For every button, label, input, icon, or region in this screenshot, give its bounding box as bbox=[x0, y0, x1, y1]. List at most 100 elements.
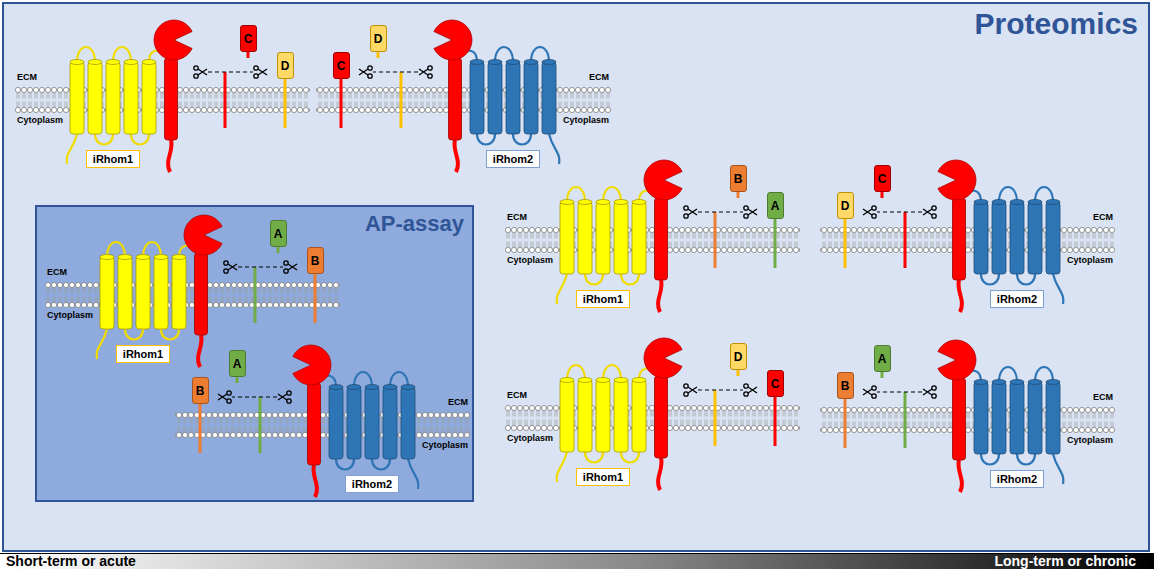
substrate-letter: B bbox=[311, 254, 320, 268]
scene bbox=[175, 345, 470, 497]
substrate-box: D bbox=[277, 52, 294, 79]
adam17-protease bbox=[184, 215, 222, 367]
substrate-box: A bbox=[270, 220, 287, 247]
membrane-side-label: Cytoplasm bbox=[563, 115, 609, 126]
substrate-stem bbox=[844, 399, 847, 448]
panel-ground bbox=[2, 2, 1150, 552]
substrate-letter: A bbox=[274, 227, 283, 241]
irhom-body bbox=[67, 47, 165, 164]
substrate-letter: C bbox=[244, 32, 253, 46]
substrate-box: A bbox=[767, 192, 784, 219]
adam17-protease bbox=[644, 160, 682, 312]
substrate-stem bbox=[254, 267, 257, 323]
membrane-side-label: ECM bbox=[1093, 212, 1113, 223]
lipid-bilayer bbox=[15, 87, 310, 113]
scene bbox=[505, 160, 800, 312]
substrate-stem bbox=[844, 219, 847, 268]
substrate-stem bbox=[714, 390, 717, 446]
protease-name: iRhom1 bbox=[583, 292, 623, 306]
protease-tag: iRhom2 bbox=[345, 475, 399, 493]
lipid-bilayer bbox=[316, 87, 611, 113]
cleavage-mark bbox=[194, 66, 267, 78]
panel: ProteomicsAP-assayABiRhom1BAiRhom2CDiRho… bbox=[2, 2, 1150, 552]
adam17-protease bbox=[644, 338, 682, 490]
membrane-side-label: Cytoplasm bbox=[1067, 435, 1113, 446]
protease-tag: iRhom2 bbox=[990, 290, 1044, 308]
substrate-letter: D bbox=[281, 59, 290, 73]
substrate-box: C bbox=[240, 25, 257, 52]
substrate-box: A bbox=[229, 350, 246, 377]
substrate-box: B bbox=[837, 372, 854, 399]
protease-name: iRhom2 bbox=[352, 477, 392, 491]
protease-name: iRhom2 bbox=[493, 152, 533, 166]
irhom-body bbox=[557, 187, 655, 304]
panel-ground bbox=[35, 205, 474, 502]
cleavage-mark bbox=[684, 206, 757, 218]
substrate-stem bbox=[904, 392, 907, 448]
substrate-box: D bbox=[730, 343, 747, 370]
substrate-stem bbox=[400, 72, 403, 128]
substrate-box: C bbox=[333, 52, 350, 79]
substrate-letter: C bbox=[337, 59, 346, 73]
panel-heading: AP-assay bbox=[37, 207, 472, 238]
protease-tag: iRhom2 bbox=[486, 150, 540, 168]
substrate-stub bbox=[247, 52, 250, 58]
substrate-stub bbox=[236, 377, 239, 383]
substrate-stem bbox=[714, 212, 717, 268]
irhom-body bbox=[320, 372, 418, 489]
substrate-box: B bbox=[730, 165, 747, 192]
substrate-letter: B bbox=[841, 379, 850, 393]
lipid-bilayer bbox=[505, 227, 800, 253]
cleavage-mark bbox=[224, 261, 297, 273]
irhom-body bbox=[965, 187, 1063, 304]
adam17-protease bbox=[938, 340, 976, 492]
lipid-bilayer bbox=[505, 405, 800, 431]
substrate-stub bbox=[881, 372, 884, 378]
protease-name: iRhom1 bbox=[93, 152, 133, 166]
substrate-letter: B bbox=[734, 172, 743, 186]
timeline-bar: Short-term or acute Long-term or chronic bbox=[0, 553, 1154, 569]
substrate-stem bbox=[199, 404, 202, 453]
irhom-body bbox=[557, 365, 655, 482]
protease-name: iRhom2 bbox=[997, 472, 1037, 486]
timeline-text: Short-term or acute bbox=[6, 554, 136, 569]
substrate-stem bbox=[224, 72, 227, 128]
substrate-letter: D bbox=[374, 32, 383, 46]
substrate-stub bbox=[377, 52, 380, 58]
membrane-side-label: ECM bbox=[589, 72, 609, 83]
cleavage-mark bbox=[218, 391, 291, 403]
substrate-box: C bbox=[767, 370, 784, 397]
substrate-stem bbox=[774, 219, 777, 268]
membrane-side-label: Cytoplasm bbox=[1067, 255, 1113, 266]
cleavage-mark bbox=[863, 206, 936, 218]
substrate-stub bbox=[737, 370, 740, 376]
substrate-letter: D bbox=[841, 199, 850, 213]
irhom-body bbox=[461, 47, 559, 164]
substrate-box: A bbox=[874, 345, 891, 372]
substrate-stem bbox=[340, 79, 343, 128]
panel: AP-assayABiRhom1BAiRhom2 bbox=[35, 205, 474, 502]
substrate-box: D bbox=[370, 25, 387, 52]
membrane-side-label: Cytoplasm bbox=[507, 433, 553, 444]
membrane-side-label: Cytoplasm bbox=[507, 255, 553, 266]
lipid-bilayer bbox=[820, 227, 1115, 253]
substrate-stem bbox=[314, 274, 317, 323]
substrate-stem bbox=[259, 397, 262, 453]
scene bbox=[316, 20, 611, 172]
scene bbox=[15, 20, 310, 172]
protease-tag: iRhom1 bbox=[576, 468, 630, 486]
panel-heading: Proteomics bbox=[4, 4, 1148, 42]
substrate-box: C bbox=[874, 165, 891, 192]
irhom-body bbox=[965, 367, 1063, 484]
substrate-letter: A bbox=[233, 357, 242, 371]
scene bbox=[45, 215, 340, 367]
membrane-side-label: ECM bbox=[17, 72, 37, 83]
substrate-stem bbox=[284, 79, 287, 128]
adam17-protease bbox=[434, 20, 472, 172]
timeline-text: Long-term or chronic bbox=[994, 554, 1136, 569]
adam17-protease bbox=[293, 345, 331, 497]
protease-name: iRhom1 bbox=[583, 470, 623, 484]
substrate-stub bbox=[881, 192, 884, 198]
cleavage-mark bbox=[863, 386, 936, 398]
